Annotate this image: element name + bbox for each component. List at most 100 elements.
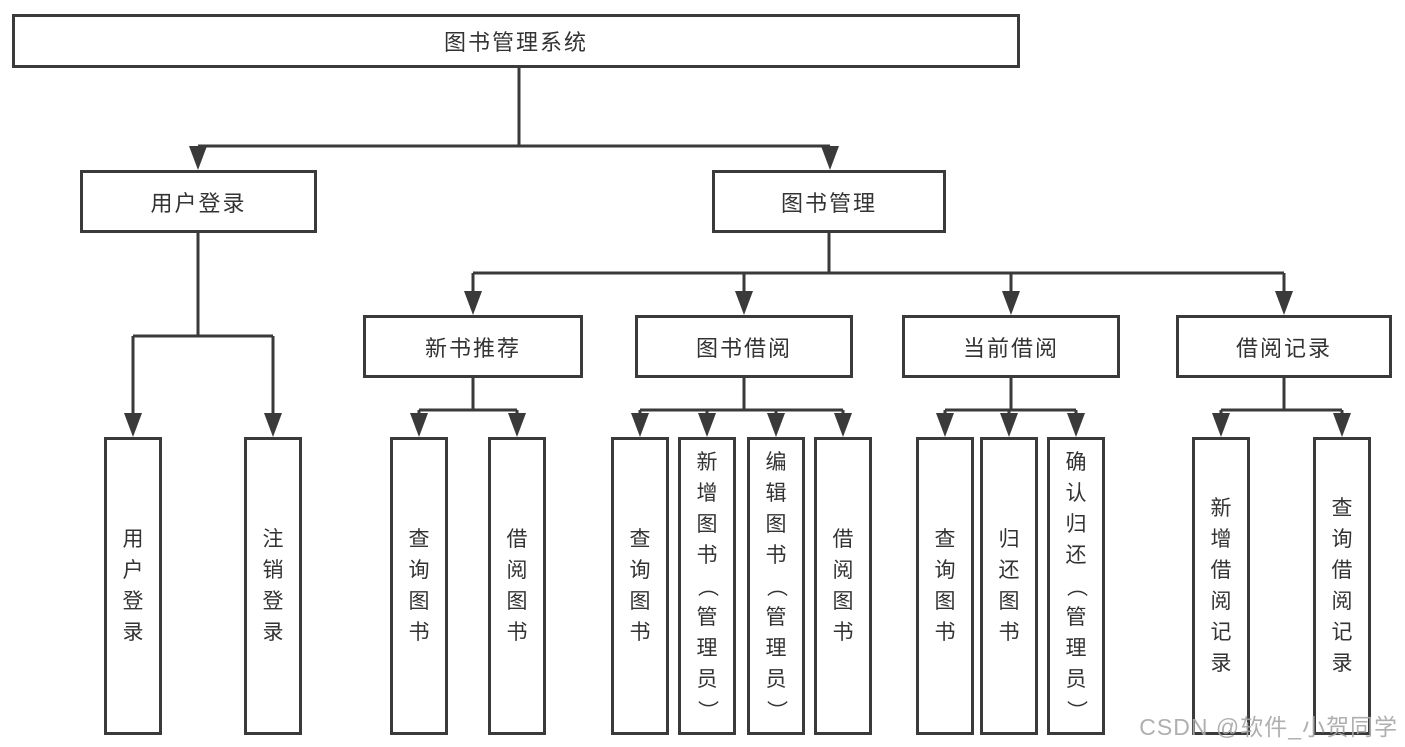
leaf-current-query-book: 查询图书 (916, 437, 974, 735)
arrowhead-icon (1000, 413, 1018, 437)
vertical-char: 图 (408, 590, 430, 613)
vertical-char: 书 (408, 621, 430, 644)
arrowhead-icon (1275, 291, 1293, 315)
vertical-char: 图 (998, 590, 1020, 613)
vertical-char: 管 (1065, 605, 1087, 629)
vertical-char: （ (695, 575, 719, 597)
vertical-char: 图 (696, 512, 718, 536)
arrowhead-icon (264, 413, 282, 437)
arrowhead-icon (698, 413, 716, 437)
vertical-char: 图 (765, 512, 787, 536)
vertical-char: 理 (1065, 636, 1087, 660)
vertical-char: 户 (122, 559, 144, 582)
arrowhead-icon (631, 413, 649, 437)
arrowhead-icon (936, 413, 954, 437)
vertical-char: 书 (934, 621, 956, 644)
vertical-char: 书 (629, 621, 651, 644)
vertical-char: 员 (696, 667, 718, 691)
vertical-char: 还 (1065, 543, 1087, 567)
vertical-char: 图 (832, 590, 854, 613)
vertical-char: 借 (506, 528, 528, 551)
arrowhead-icon (821, 146, 839, 170)
vertical-char: 询 (934, 559, 956, 582)
leaf-borrowing-add-book-admin: 新增图书（管理员） (678, 437, 736, 735)
arrowheads (124, 146, 1351, 437)
vertical-char: 录 (262, 621, 284, 644)
node-book-management: 图书管理 (712, 170, 946, 233)
vertical-char: 书 (832, 621, 854, 644)
vertical-char: 图 (934, 590, 956, 613)
vertical-char: 借 (1210, 559, 1232, 582)
csdn-watermark: CSDN @软件_小贺同学 (1139, 714, 1398, 740)
vertical-char: 管 (696, 605, 718, 629)
node-user-login: 用户登录 (80, 170, 317, 233)
vertical-char: 阅 (1210, 590, 1232, 613)
vertical-char: 新 (1210, 497, 1232, 520)
vertical-char: 登 (122, 590, 144, 613)
connector-root (196, 68, 832, 152)
arrowhead-icon (1002, 291, 1020, 315)
vertical-char: 记 (1331, 621, 1353, 644)
vertical-char: 增 (696, 481, 718, 505)
arrowhead-icon (410, 413, 428, 437)
node-book-borrowing: 图书借阅 (635, 315, 853, 378)
vertical-char: 注 (262, 528, 284, 551)
vertical-char: （ (764, 575, 788, 597)
connector-book-mgmt (471, 233, 1286, 298)
arrowhead-icon (464, 291, 482, 315)
vertical-char: 录 (1210, 652, 1232, 675)
node-library-system-label: 图书管理系统 (443, 30, 588, 55)
connector-new-books (417, 378, 519, 420)
vertical-char: 询 (1331, 528, 1353, 551)
connector-book-borrow (638, 378, 845, 420)
vertical-char: 认 (1065, 481, 1087, 505)
vertical-char: 归 (998, 528, 1020, 551)
leaf-records-add-record: 新增借阅记录 (1192, 437, 1250, 735)
arrowhead-icon (735, 291, 753, 315)
vertical-char: （ (1064, 575, 1088, 597)
vertical-char: 查 (1331, 497, 1353, 520)
vertical-char: 阅 (506, 559, 528, 582)
vertical-char: 借 (832, 528, 854, 551)
node-new-book-recommend: 新书推荐 (363, 315, 583, 378)
vertical-char: 登 (262, 590, 284, 613)
leaf-newbooks-borrow-book: 借阅图书 (488, 437, 546, 735)
leaf-records-query-record: 查询借阅记录 (1313, 437, 1371, 735)
arrowhead-icon (508, 413, 526, 437)
node-book-borrowing-label: 图书借阅 (695, 335, 792, 361)
node-library-system: 图书管理系统 (12, 14, 1020, 68)
vertical-char: 理 (765, 636, 787, 660)
vertical-char: 录 (1331, 652, 1353, 675)
vertical-char: 查 (934, 528, 956, 551)
leaf-current-return-book: 归还图书 (980, 437, 1038, 735)
node-book-management-label: 图书管理 (780, 190, 877, 216)
arrowhead-icon (1212, 413, 1230, 437)
vertical-char: 书 (506, 621, 528, 644)
vertical-char: 增 (1210, 528, 1232, 551)
vertical-char: 还 (998, 559, 1020, 582)
vertical-char: 查 (629, 528, 651, 551)
vertical-char: 管 (765, 605, 787, 629)
vertical-char: 员 (765, 667, 787, 691)
arrowhead-icon (1333, 413, 1351, 437)
arrowhead-icon (1067, 413, 1085, 437)
vertical-char: ） (764, 699, 788, 721)
vertical-char: 辑 (765, 481, 787, 505)
vertical-char: ） (695, 699, 719, 721)
node-borrowing-records-label: 借阅记录 (1235, 335, 1332, 361)
vertical-char: 询 (408, 559, 430, 582)
leaf-borrowing-borrow-book: 借阅图书 (814, 437, 872, 735)
vertical-char: ） (1064, 699, 1088, 721)
vertical-char: 编 (765, 450, 787, 474)
leaf-current-confirm-return-admin: 确认归还（管理员） (1047, 437, 1105, 735)
vertical-char: 借 (1331, 559, 1353, 582)
vertical-char: 阅 (1331, 590, 1353, 613)
vertical-char: 记 (1210, 621, 1232, 644)
arrowhead-icon (767, 413, 785, 437)
vertical-char: 书 (696, 543, 718, 567)
node-borrowing-records: 借阅记录 (1176, 315, 1392, 378)
node-current-borrowing: 当前借阅 (902, 315, 1120, 378)
vertical-char: 图 (506, 590, 528, 613)
